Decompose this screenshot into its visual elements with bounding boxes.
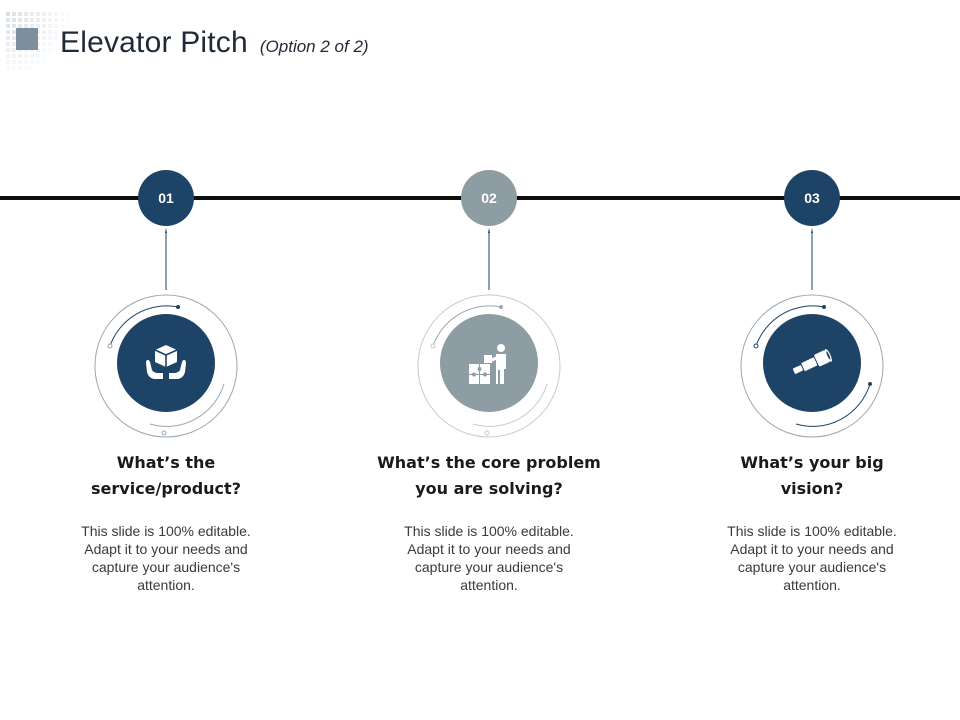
step-heading: What’s your big vision? (662, 450, 960, 502)
step-description: This slide is 100% editable. Adapt it to… (81, 523, 251, 593)
dot-grid-logo-icon (6, 12, 70, 70)
step-number-badge: 01 (138, 170, 194, 226)
step-heading-line: What’s the core problem (377, 453, 601, 472)
step-description: This slide is 100% editable. Adapt it to… (404, 523, 574, 593)
progress-ring-icon (740, 294, 884, 438)
step-heading: What’s the core problem you are solving? (339, 450, 639, 502)
step-heading: What’s the service/product? (16, 450, 316, 502)
step-number-badge: 02 (461, 170, 517, 226)
progress-ring-icon (417, 294, 561, 438)
arrow-up-icon (811, 228, 813, 290)
arrow-up-icon (165, 228, 167, 290)
step-heading-line: What’s the (116, 453, 216, 472)
page-subtitle: (Option 2 of 2) (259, 37, 369, 56)
step-heading-line: service/product? (91, 479, 241, 498)
progress-ring-icon (94, 294, 238, 438)
step-number-badge: 03 (784, 170, 840, 226)
step-heading-line: What’s your big (740, 453, 884, 472)
step-description: This slide is 100% editable. Adapt it to… (727, 523, 897, 593)
icon-disc (763, 314, 861, 412)
arrow-up-icon (488, 228, 490, 290)
step-heading-line: vision? (780, 479, 844, 498)
telescope-icon (792, 348, 832, 374)
page-title: Elevator Pitch (60, 26, 248, 59)
step-card: 01 What’s the service/product? This slid… (16, 170, 316, 610)
icon-disc (117, 314, 215, 412)
step-card: 03 What’s your big vision? This slide is… (662, 170, 960, 610)
step-heading-line: you are solving? (415, 479, 563, 498)
hands-holding-box-icon (146, 345, 186, 379)
page-header: Elevator Pitch (Option 2 of 2) (60, 26, 369, 66)
person-puzzle-icon (469, 344, 506, 384)
step-card: 02 What’s the core problem (339, 170, 639, 610)
icon-disc (440, 314, 538, 412)
